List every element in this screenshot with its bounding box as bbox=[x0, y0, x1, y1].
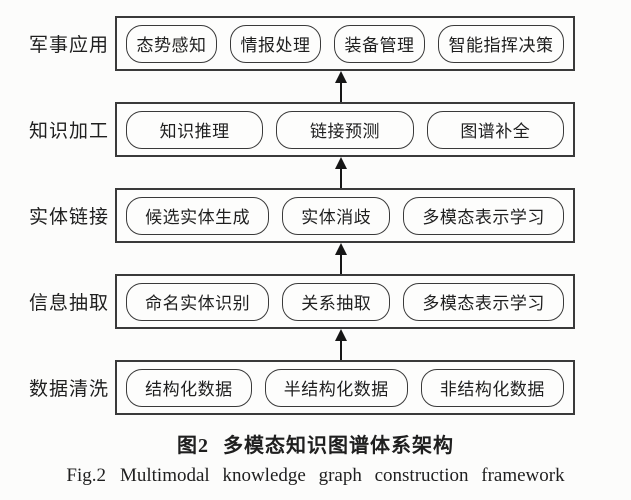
pill: 知识推理 bbox=[126, 110, 264, 149]
layer-box: 命名实体识别关系抽取多模态表示学习 bbox=[115, 274, 575, 329]
up-arrow-icon bbox=[334, 71, 348, 102]
caption-en-title: Multimodal knowledge graph construction … bbox=[119, 465, 565, 486]
pill: 多模态表示学习 bbox=[403, 196, 565, 235]
layer-label: 数据清洗 bbox=[28, 379, 109, 400]
layer-row: 知识加工 知识推理链接预测图谱补全 bbox=[0, 71, 631, 157]
layer-row: 数据清洗 结构化数据半结构化数据非结构化数据 bbox=[0, 329, 631, 415]
layer-box: 结构化数据半结构化数据非结构化数据 bbox=[115, 360, 575, 415]
arrow-head bbox=[335, 71, 347, 83]
pill: 半结构化数据 bbox=[264, 368, 408, 407]
layer-row: 军事应用 态势感知情报处理装备管理智能指挥决策 bbox=[0, 16, 631, 71]
pill: 情报处理 bbox=[230, 24, 321, 63]
pill: 态势感知 bbox=[126, 24, 217, 63]
layer-label: 信息抽取 bbox=[28, 293, 109, 314]
pill: 候选实体生成 bbox=[126, 196, 270, 235]
figure-caption-cn: 图2 多模态知识图谱体系架构 bbox=[0, 429, 631, 458]
pill: 多模态表示学习 bbox=[403, 282, 565, 321]
arrow-shaft bbox=[340, 255, 342, 274]
pill: 命名实体识别 bbox=[126, 282, 270, 321]
caption-cn-title: 多模态知识图谱体系架构 bbox=[223, 435, 454, 457]
pill: 关系抽取 bbox=[282, 282, 391, 321]
caption-cn-number: 图2 bbox=[177, 435, 209, 457]
pill: 实体消歧 bbox=[282, 196, 391, 235]
layer-row: 实体链接 候选实体生成实体消歧多模态表示学习 bbox=[0, 157, 631, 243]
pill: 智能指挥决策 bbox=[438, 24, 564, 63]
arrow-head bbox=[335, 243, 347, 255]
layer-rows: 军事应用 态势感知情报处理装备管理智能指挥决策 知识加工 知识推理链接预测图谱补… bbox=[0, 16, 631, 415]
pill: 图谱补全 bbox=[426, 110, 564, 149]
layer-box: 知识推理链接预测图谱补全 bbox=[115, 102, 575, 157]
layer-row: 信息抽取 命名实体识别关系抽取多模态表示学习 bbox=[0, 243, 631, 329]
up-arrow-icon bbox=[334, 243, 348, 274]
arrow-head bbox=[335, 329, 347, 341]
layer-box: 态势感知情报处理装备管理智能指挥决策 bbox=[115, 16, 575, 71]
pill: 链接预测 bbox=[276, 110, 414, 149]
layer-label: 实体链接 bbox=[28, 207, 109, 228]
arrow-shaft bbox=[340, 169, 342, 188]
arrow-shaft bbox=[340, 341, 342, 360]
layer-label: 知识加工 bbox=[28, 121, 109, 142]
arrow-head bbox=[335, 157, 347, 169]
caption-en-number: Fig.2 bbox=[66, 465, 106, 486]
pill: 非结构化数据 bbox=[420, 368, 565, 407]
up-arrow-icon bbox=[334, 157, 348, 188]
pill: 结构化数据 bbox=[126, 368, 252, 407]
arrow-shaft bbox=[340, 83, 342, 102]
pill: 装备管理 bbox=[334, 24, 425, 63]
layer-box: 候选实体生成实体消歧多模态表示学习 bbox=[115, 188, 575, 243]
layer-label: 军事应用 bbox=[28, 35, 109, 56]
up-arrow-icon bbox=[334, 329, 348, 360]
figure-caption-en: Fig.2 Multimodal knowledge graph construc… bbox=[0, 465, 631, 487]
